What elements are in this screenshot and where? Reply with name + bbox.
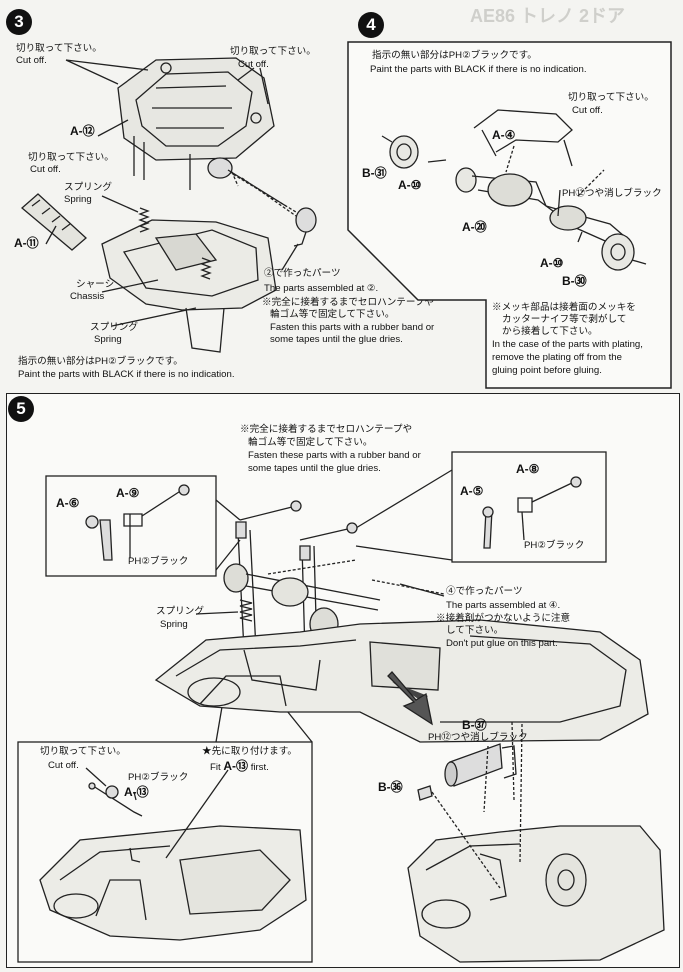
- step5-spring-en: Spring: [160, 619, 188, 630]
- step5-noglue-jp-2: して下さい。: [446, 625, 504, 636]
- step3-spring-bottom-jp: スプリング: [90, 322, 138, 333]
- step3-part-a11: A-⑪: [14, 236, 39, 250]
- step4-diagram: [347, 41, 672, 389]
- step5-note-jp-1: ※完全に接着するまでセロハンテープや: [240, 424, 413, 435]
- step5-spring-jp: スプリング: [156, 606, 204, 617]
- step3-note-jp-2: 輪ゴム等で固定して下さい。: [270, 309, 395, 320]
- step4-part-a10-top: A-⑩: [398, 178, 422, 192]
- step4-number: 4: [358, 12, 384, 38]
- step5-inset-paint: PH②ブラック: [128, 772, 189, 783]
- step5-right-paint: PH②ブラック: [524, 540, 585, 551]
- step4-cutoff-jp: 切り取って下さい。: [568, 92, 654, 103]
- step3-part-a12: A-⑫: [70, 124, 95, 138]
- step4-matte-black: PH⑫つや消しブラック: [562, 188, 662, 199]
- step4-note-en-2: remove the plating off from the: [492, 352, 622, 363]
- step3-panel: [6, 8, 342, 388]
- step5-part-b37: B-㊲: [462, 718, 487, 732]
- step4-part-a4: A-④: [492, 128, 516, 142]
- step3-spring-top-en: Spring: [64, 194, 92, 205]
- step3-chassis-jp: シャーシ: [76, 279, 115, 290]
- step3-cutoff-mid-en: Cut off.: [30, 164, 61, 175]
- step3-cutoff-right-jp: 切り取って下さい。: [230, 46, 316, 57]
- step4-part-a20: A-⑳: [462, 220, 487, 234]
- step3-paint-jp: 指示の無い部分はPH②ブラックです。: [18, 356, 183, 367]
- step5-assembled-jp: ④で作ったパーツ: [446, 586, 523, 597]
- step5-note-en-2: some tapes until the glue dries.: [248, 463, 381, 474]
- step3-cutoff-left-jp: 切り取って下さい。: [16, 43, 102, 54]
- step5-left-part-a9: A-⑨: [116, 486, 140, 500]
- step3-number: 3: [6, 9, 32, 35]
- step5-inset-first-en: Fit A-⑬ first.: [210, 760, 269, 774]
- step3-cutoff-left-en: Cut off.: [16, 55, 47, 66]
- step5-inset-first-prefix: Fit: [210, 762, 221, 773]
- step4-part-a10-bottom: A-⑩: [540, 256, 564, 270]
- step4-paint-jp: 指示の無い部分はPH②ブラックです。: [372, 50, 537, 61]
- step4-note-en-1: In the case of the parts with plating,: [492, 339, 643, 350]
- step5-right-part-a8: A-⑧: [516, 462, 540, 476]
- step4-cutoff-en: Cut off.: [572, 105, 603, 116]
- step5-right-part-a5: A-⑤: [460, 484, 484, 498]
- step5-note-en-1: Fasten these parts with a rubber band or: [248, 450, 421, 461]
- step4-note-jp-1: ※メッキ部品は接着面のメッキを: [492, 302, 636, 313]
- faint-header: AE86 トレノ 2ドア: [470, 6, 626, 26]
- step5-matte-black: PH⑫つや消しブラック: [428, 732, 528, 743]
- step5-inset-first-jp: ★先に取り付けます。: [202, 746, 297, 757]
- step5-inset-first-part: A-⑬: [223, 759, 249, 773]
- step3-spring-top-jp: スプリング: [64, 182, 112, 193]
- step5-left-part-a6: A-⑥: [56, 496, 80, 510]
- step5-inset-cutoff-jp: 切り取って下さい。: [40, 746, 126, 757]
- step5-left-paint: PH②ブラック: [128, 556, 189, 567]
- step5-inset-first-suffix: first.: [250, 762, 269, 773]
- step5-assembled-en: The parts assembled at ④.: [446, 600, 561, 611]
- step4-part-b31: B-㉛: [362, 166, 387, 180]
- step3-diagram: [21, 57, 317, 353]
- step5-inset-part-a13: A-⑬: [124, 785, 149, 799]
- step5-noglue-en: Don't put glue on this part.: [446, 638, 558, 649]
- step3-chassis-en: Chassis: [70, 291, 105, 302]
- step4-panel: [346, 10, 676, 390]
- step5-number: 5: [8, 396, 34, 422]
- step4-note-en-3: gluing point before gluing.: [492, 365, 602, 376]
- step5-noglue-jp-1: ※接着剤がつかないように注意: [436, 613, 571, 624]
- step4-paint-en: Paint the parts with BLACK if there is n…: [370, 64, 587, 75]
- step3-note-en-2: some tapes until the glue dries.: [270, 334, 403, 345]
- step3-assembled-en: The parts assembled at ②.: [264, 283, 379, 294]
- step5-note-jp-2: 輪ゴム等で固定して下さい。: [248, 437, 373, 448]
- step5-part-b36: B-㊱: [378, 780, 403, 794]
- step4-note-jp-3: から接着して下さい。: [502, 326, 598, 337]
- step3-assembled-jp: ②で作ったパーツ: [264, 268, 341, 279]
- step3-cutoff-mid-jp: 切り取って下さい。: [28, 152, 114, 163]
- step3-spring-bottom-en: Spring: [94, 334, 122, 345]
- step5-inset-cutoff-en: Cut off.: [48, 760, 79, 771]
- step3-note-jp-1: ※完全に接着するまでセロハンテープや: [262, 297, 435, 308]
- step3-cutoff-right-en: Cut off.: [238, 59, 269, 70]
- step3-paint-en: Paint the parts with BLACK if there is n…: [18, 369, 235, 380]
- step4-note-jp-2: カッターナイフ等で剥がして: [502, 314, 627, 325]
- step3-note-en-1: Fasten this parts with a rubber band or: [270, 322, 435, 333]
- step4-part-b30: B-㉚: [562, 274, 587, 288]
